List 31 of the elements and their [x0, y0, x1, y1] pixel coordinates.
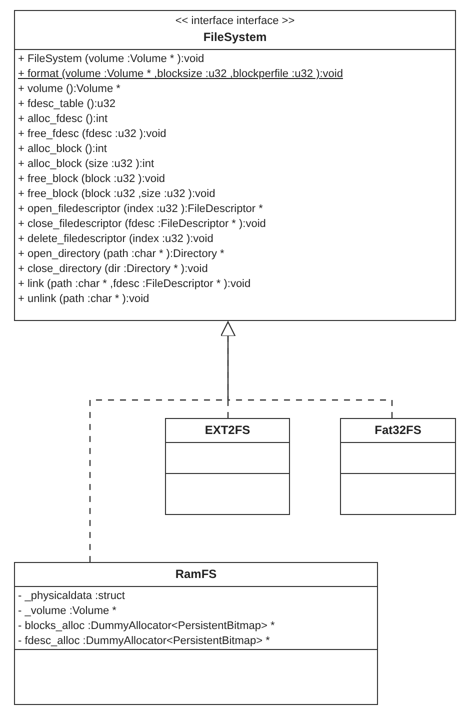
method-text: + delete_filedescriptor (index :u32 ):void — [18, 232, 214, 247]
class-box — [14, 10, 456, 321]
realization-arrow — [89, 322, 236, 562]
method-text: + free_fdesc (fdesc :u32 ):void — [18, 127, 166, 142]
method-text: + close_filedescriptor (fdesc :FileDescriptor * ):void — [18, 217, 266, 232]
method-text: + fdesc_table ():u32 — [18, 97, 116, 112]
class-name: Fat32FS — [374, 422, 422, 439]
attribute-text: - _volume :Volume * — [18, 604, 116, 619]
method-text: + close_directory (dir :Directory * ):void — [18, 262, 208, 277]
class-box — [14, 562, 378, 705]
attribute-text: - fdesc_alloc :DummyAllocator<PersistentBitmap> * — [18, 634, 270, 649]
method-text: + link (path :char * ,fdesc :FileDescriptor * ):void — [18, 277, 251, 292]
method-text: + format (volume :Volume * ,blocksize :u32 ,blockperfile :u32 ):void — [18, 67, 343, 82]
attribute-text: - blocks_alloc :DummyAllocator<PersistentBitmap> * — [18, 619, 275, 634]
method-text: + open_filedescriptor (index :u32 ):FileDescriptor * — [18, 202, 263, 217]
method-text: + free_block (block :u32 ,size :u32 ):void — [18, 187, 216, 202]
method-text: + FileSystem (volume :Volume * ):void — [18, 52, 204, 67]
method-text: + alloc_fdesc ():int — [18, 112, 108, 127]
stereotype-text: << interface interface >> — [175, 14, 295, 29]
method-text: + open_directory (path :char * ):Directory * — [18, 247, 224, 262]
class-box — [340, 418, 456, 515]
class-name: EXT2FS — [204, 422, 250, 439]
method-text: + alloc_block ():int — [18, 142, 107, 157]
method-text: + unlink (path :char * ):void — [18, 292, 150, 307]
class-box — [165, 418, 290, 515]
class-name: FileSystem — [203, 29, 267, 46]
method-text: + free_block (block :u32 ):void — [18, 172, 166, 187]
class-name: RamFS — [175, 566, 217, 583]
method-text: + alloc_block (size :u32 ):int — [18, 157, 154, 172]
method-text: + volume ():Volume * — [18, 82, 120, 97]
attribute-text: - _physicaldata :struct — [18, 589, 125, 604]
